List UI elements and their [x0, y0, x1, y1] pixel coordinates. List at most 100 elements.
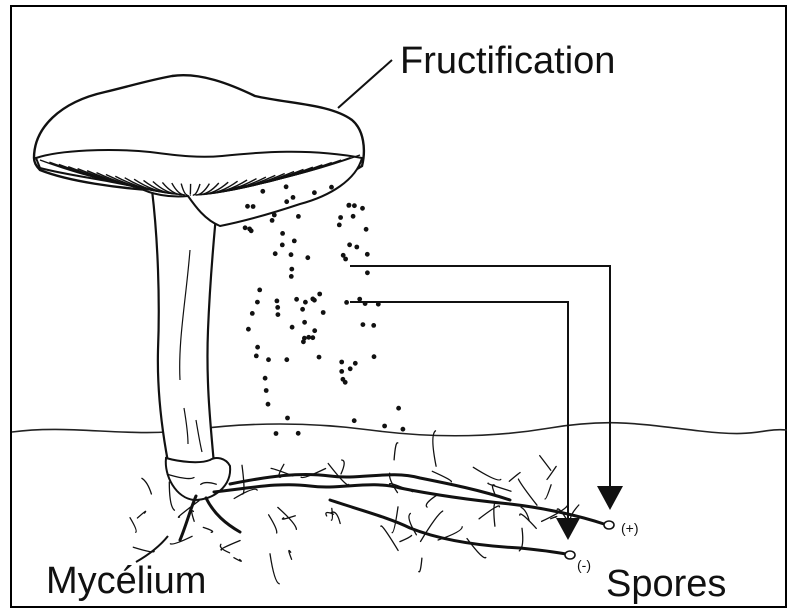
hypha-branch [269, 515, 277, 533]
spore-dot [266, 402, 271, 407]
hypha-branch [400, 535, 412, 541]
spore-dot [396, 406, 401, 411]
spore-dot [245, 204, 250, 209]
hypha-branch [289, 550, 292, 559]
hypha-branch [331, 508, 332, 520]
hypha-branch [426, 495, 437, 508]
spore-dot [365, 270, 370, 275]
spore-dot [382, 424, 387, 429]
spore-dot [270, 218, 275, 223]
spore-dot [250, 311, 255, 316]
hypha-branch [494, 502, 495, 526]
spore-dot [294, 297, 299, 302]
hypha-branch [328, 464, 349, 485]
label-mycelium: Mycélium [46, 560, 206, 603]
spore-dot [357, 297, 362, 302]
hypha-branch [142, 478, 152, 494]
hypha-branch [545, 485, 551, 499]
arrowhead-plus-icon [597, 486, 623, 510]
hypha-branch [192, 511, 194, 522]
spore-dot [275, 305, 280, 310]
label-fructification: Fructification [400, 40, 615, 83]
spore-dot [352, 203, 357, 208]
spore-dot [341, 253, 346, 258]
spore-dot [339, 369, 344, 374]
spore-dot [306, 335, 311, 340]
spore-dot [321, 310, 326, 315]
spore-dot [280, 231, 285, 236]
spore-dot [254, 354, 259, 359]
mushroom-stem [152, 190, 218, 464]
hypha-branch [419, 558, 422, 572]
spore-dot [296, 214, 301, 219]
spore-dot [290, 325, 295, 330]
spore-dot [300, 307, 305, 312]
arrow-plus [350, 266, 610, 488]
spore-dot [275, 299, 280, 304]
spore-dot [365, 252, 370, 257]
hypha-branch [234, 558, 241, 562]
spore-dot [284, 357, 289, 362]
spore-dot [317, 292, 322, 297]
spore-dot [329, 185, 334, 190]
spore-dot [266, 357, 271, 362]
hypha-branch [221, 541, 240, 551]
stem-base [166, 458, 230, 500]
spore-dot [353, 361, 358, 366]
spore-dot [312, 190, 317, 195]
spore-dot [339, 360, 344, 365]
spore-dot [312, 328, 317, 333]
hypha-branch [518, 479, 537, 505]
spore-dot [301, 339, 306, 344]
hypha-branch [473, 467, 501, 480]
spore-dot [310, 297, 315, 302]
spore-dot [251, 204, 256, 209]
spore-dot [243, 225, 248, 230]
hypha-branch [467, 539, 486, 558]
spore-dot [255, 345, 260, 350]
spore-dot [348, 366, 353, 371]
spore-dot [305, 255, 310, 260]
spore-dot [364, 227, 369, 232]
spore-dot [310, 335, 315, 340]
hypha-branch [133, 547, 154, 552]
spore-dot [371, 323, 376, 328]
spore-dot [347, 203, 352, 208]
spore-dot [372, 354, 377, 359]
ground-line [12, 423, 787, 436]
spore-dot [289, 267, 294, 272]
hypha-branch [394, 443, 398, 460]
spore-dot [292, 239, 297, 244]
spore-dot [347, 242, 352, 247]
spore-dot [344, 300, 349, 305]
hypha-main [206, 498, 240, 532]
spore-dot [360, 206, 365, 211]
falling-spores [243, 184, 406, 435]
spore-dot [247, 227, 252, 232]
spore-dot [354, 245, 359, 250]
label-spore-plus: (+) [621, 520, 639, 536]
spore-dot [264, 388, 269, 393]
spore-dot [303, 300, 308, 305]
spore-dot [291, 195, 296, 200]
label-spores: Spores [606, 563, 726, 606]
hypha-branch [130, 518, 136, 533]
spore-dot [317, 355, 322, 360]
spore-dot [272, 213, 277, 218]
spore-dot [255, 300, 260, 305]
spore-dot [263, 376, 268, 381]
label-spore-minus: (-) [577, 557, 591, 573]
spore-dot [361, 322, 366, 327]
spore-dot [246, 327, 251, 332]
spore-dot [401, 427, 406, 432]
spore-dot [280, 243, 285, 248]
hypha-branch [381, 526, 398, 550]
spore-dot [274, 431, 279, 436]
spore-dot [257, 288, 262, 293]
spore-dot [351, 214, 356, 219]
spore-dot [338, 215, 343, 220]
spore-plus [604, 521, 614, 529]
leader-line-fructification [338, 60, 392, 108]
spore-dot [273, 251, 278, 256]
